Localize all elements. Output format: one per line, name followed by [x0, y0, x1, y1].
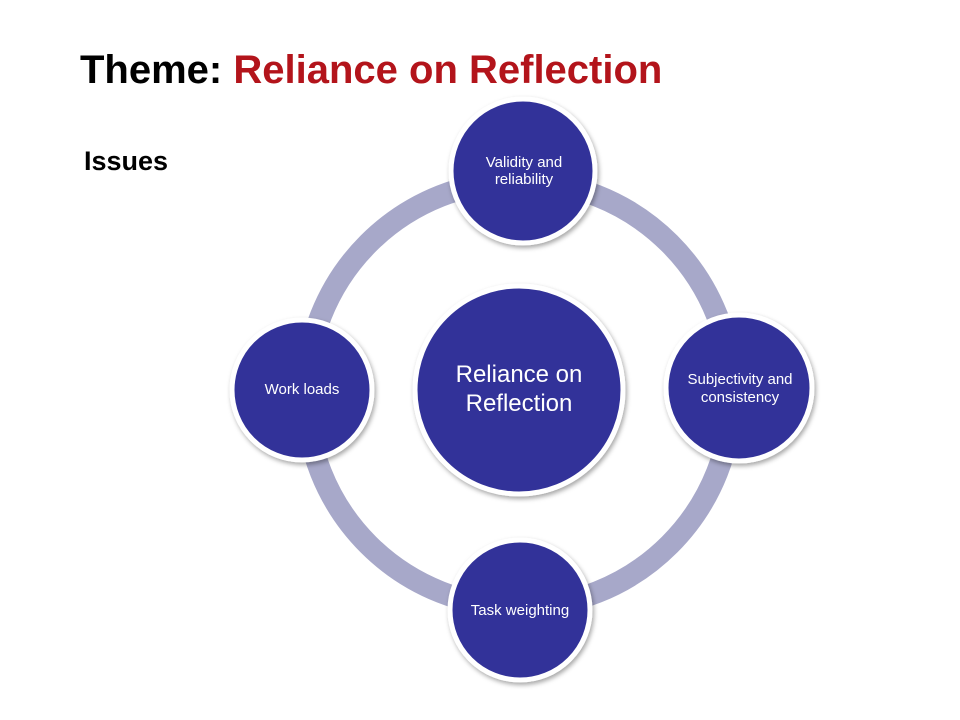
node-task-circle [447, 537, 593, 683]
node-workloads-circle [229, 317, 375, 463]
slide-title: Theme: Reliance on Reflection [80, 44, 662, 96]
node-validity-label: Validity and reliability [485, 153, 563, 188]
center-label: Reliance on Reflection [455, 361, 583, 417]
node-task-label: Task weighting [470, 601, 570, 619]
node-validity-circle [448, 96, 598, 246]
subtitle: Issues [84, 146, 169, 176]
node-subjectivity-label: Subjectivity and consistency [687, 371, 793, 406]
title-prefix: Theme: [80, 48, 234, 92]
node-workloads-label: Work loads [264, 381, 340, 399]
node-subjectivity-circle [663, 312, 815, 464]
center-circle [412, 283, 626, 497]
title-highlight: Reliance on Reflection [233, 48, 663, 92]
